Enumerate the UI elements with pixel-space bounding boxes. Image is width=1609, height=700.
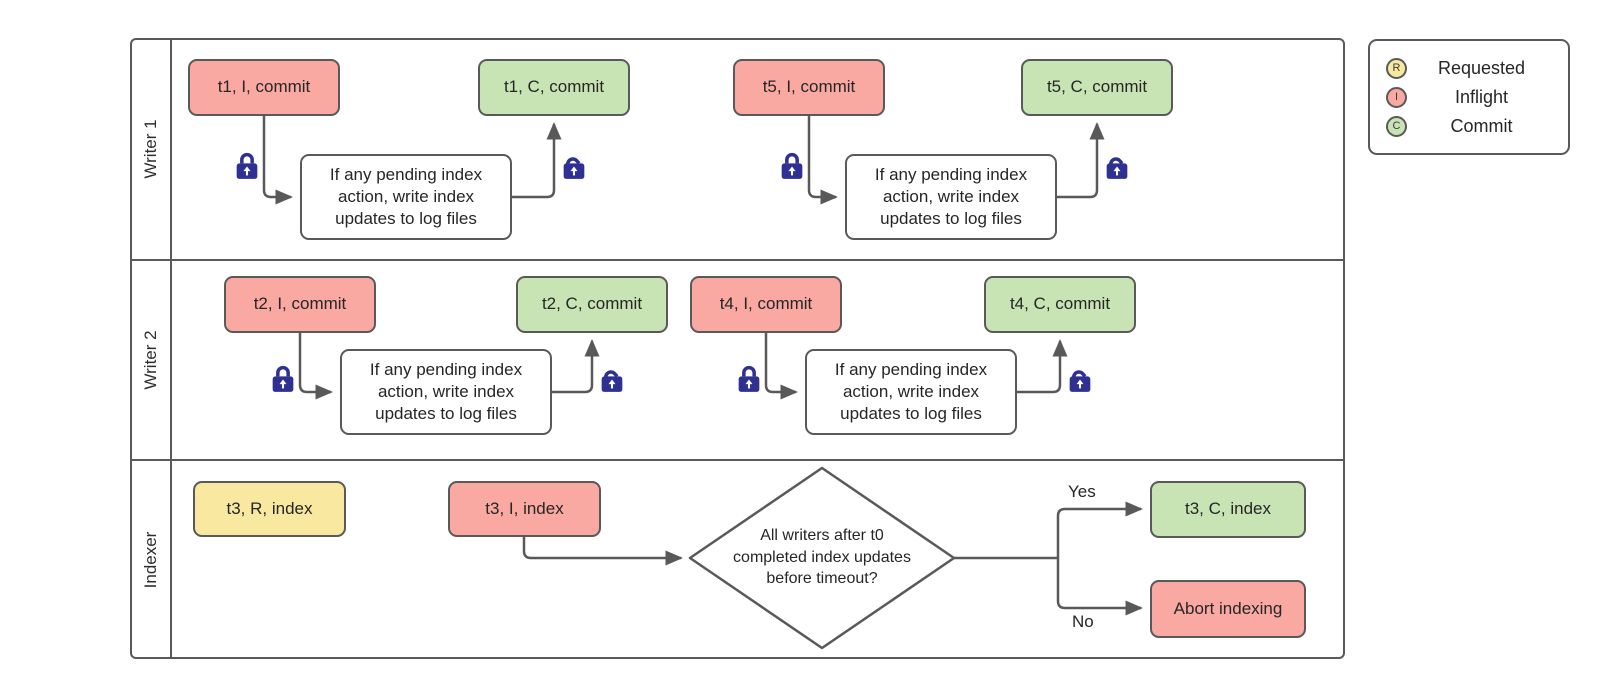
edge-label-yes: Yes: [1068, 482, 1096, 501]
lane-separator-2: [130, 459, 1345, 461]
open-lock-icon: [560, 150, 588, 181]
node-t3-requested: t3, R, index: [193, 481, 346, 537]
node-t3-inflight: t3, I, index: [448, 481, 601, 537]
lane-label-writer1: Writer 1: [141, 119, 160, 179]
node-writer2-process-1: If any pending index action, write index…: [340, 349, 552, 435]
process-line: action, write index: [882, 186, 1020, 206]
closed-lock-icon: [233, 150, 261, 181]
node-writer2-process-2: If any pending index action, write index…: [805, 349, 1017, 435]
lane-label-column-divider: [170, 38, 172, 659]
decision-line: All writers after t0: [760, 527, 884, 544]
edge-label-no: No: [1072, 612, 1094, 631]
process-line: updates to log files: [880, 209, 1022, 229]
legend: R Requested I Inflight C Commit: [1368, 39, 1570, 155]
lane-label-indexer: Indexer: [141, 531, 160, 589]
node-writer1-process-2: If any pending index action, write index…: [845, 154, 1057, 240]
lane-label-writer2: Writer 2: [141, 330, 160, 390]
process-line: action, write index: [377, 381, 515, 401]
node-t5-inflight: t5, I, commit: [733, 59, 885, 116]
node-t1-inflight: t1, I, commit: [188, 59, 340, 116]
node-t5-commit: t5, C, commit: [1021, 59, 1173, 116]
legend-row-inflight: I Inflight: [1386, 85, 1556, 110]
node-t4-commit: t4, C, commit: [984, 276, 1136, 333]
node-t1-commit: t1, C, commit: [478, 59, 630, 116]
node-t4-inflight: t4, I, commit: [690, 276, 842, 333]
process-line: If any pending index: [874, 164, 1028, 184]
open-lock-icon: [1066, 363, 1094, 394]
node-writer1-process-1: If any pending index action, write index…: [300, 154, 512, 240]
closed-lock-icon: [778, 150, 806, 181]
legend-row-commit: C Commit: [1386, 114, 1556, 139]
process-line: If any pending index: [834, 359, 988, 379]
requested-badge-icon: R: [1386, 57, 1407, 79]
decision-line: completed index updates: [733, 548, 911, 566]
process-line: action, write index: [337, 186, 475, 206]
node-t2-commit: t2, C, commit: [516, 276, 668, 333]
inflight-badge-icon: I: [1386, 86, 1407, 108]
node-abort-indexing: Abort indexing: [1150, 580, 1306, 638]
node-t3-commit: t3, C, index: [1150, 481, 1306, 538]
process-line: updates to log files: [335, 209, 477, 229]
closed-lock-icon: [735, 363, 763, 394]
open-lock-icon: [1103, 150, 1131, 181]
decision-line: before timeout?: [766, 570, 878, 588]
process-line: If any pending index: [329, 164, 483, 184]
legend-row-requested: R Requested: [1386, 56, 1556, 81]
swimlane-frame: [130, 38, 1345, 659]
legend-label: Requested: [1437, 57, 1526, 78]
process-line: If any pending index: [369, 359, 523, 379]
decision-text: All writers after t0 completed index upd…: [700, 525, 944, 590]
legend-label: Commit: [1450, 115, 1513, 136]
closed-lock-icon: [269, 363, 297, 394]
node-t2-inflight: t2, I, commit: [224, 276, 376, 333]
legend-label: Inflight: [1454, 86, 1509, 107]
open-lock-icon: [598, 363, 626, 394]
commit-badge-icon: C: [1386, 115, 1407, 137]
process-line: updates to log files: [840, 404, 982, 424]
process-line: action, write index: [842, 381, 980, 401]
lane-separator-1: [130, 259, 1345, 261]
process-line: updates to log files: [375, 404, 517, 424]
